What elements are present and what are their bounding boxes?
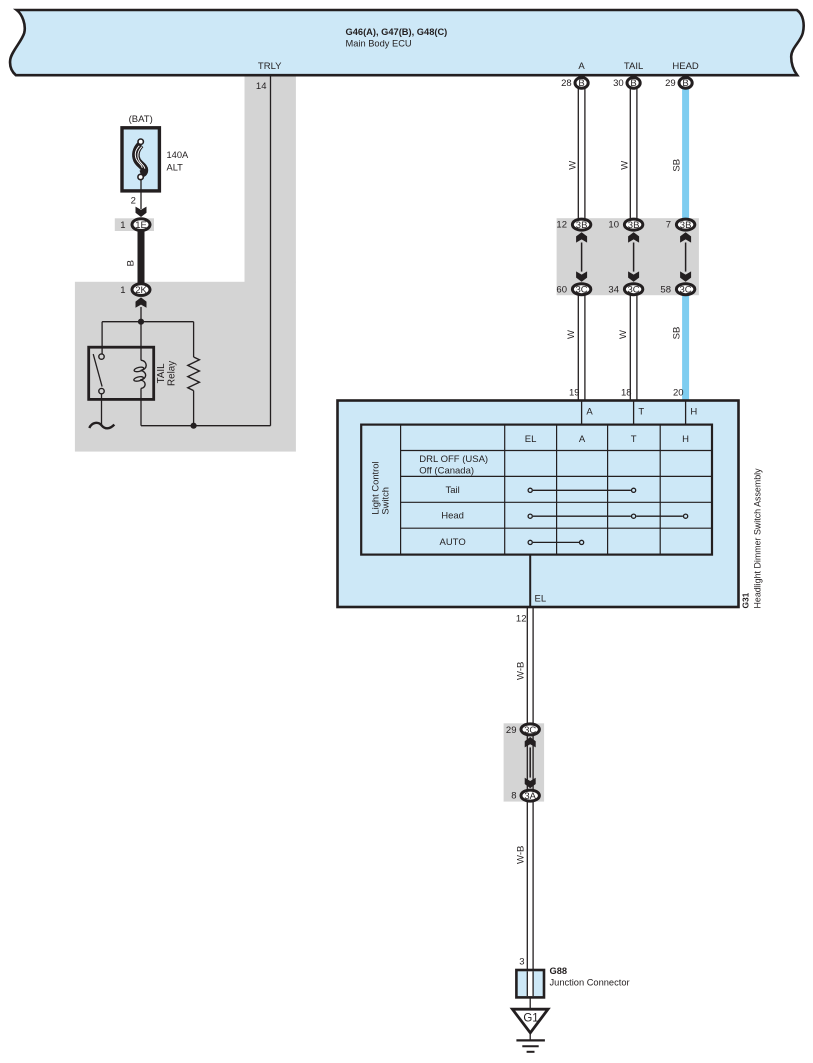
svg-text:TAIL: TAIL xyxy=(624,61,643,72)
svg-text:ALT: ALT xyxy=(167,163,184,173)
svg-text:3B: 3B xyxy=(576,220,588,231)
svg-text:34: 34 xyxy=(608,284,619,295)
svg-text:A: A xyxy=(578,61,585,72)
svg-text:H: H xyxy=(682,434,689,445)
svg-text:W: W xyxy=(566,330,577,339)
svg-text:3A: 3A xyxy=(524,791,536,802)
svg-text:SB: SB xyxy=(672,327,683,340)
svg-text:W: W xyxy=(619,161,630,170)
svg-text:T: T xyxy=(631,434,637,445)
svg-text:1: 1 xyxy=(120,220,125,231)
svg-text:B: B xyxy=(630,78,636,89)
svg-text:14: 14 xyxy=(256,81,267,92)
svg-text:G46(A), G47(B), G48(C): G46(A), G47(B), G48(C) xyxy=(346,27,448,37)
svg-text:AUTO: AUTO xyxy=(439,537,465,548)
svg-text:3B: 3B xyxy=(628,220,640,231)
svg-text:58: 58 xyxy=(660,284,671,295)
svg-text:3: 3 xyxy=(519,957,524,968)
svg-text:Switch: Switch xyxy=(380,487,391,515)
svg-text:3C: 3C xyxy=(680,285,692,296)
svg-text:W: W xyxy=(618,330,629,339)
svg-text:SB: SB xyxy=(672,159,683,172)
svg-text:B: B xyxy=(682,78,688,89)
svg-text:EL: EL xyxy=(525,434,537,445)
svg-text:1E: 1E xyxy=(135,220,147,231)
svg-text:B: B xyxy=(126,260,137,266)
svg-text:Tail: Tail xyxy=(445,485,459,496)
svg-text:HEAD: HEAD xyxy=(672,61,699,72)
svg-text:29: 29 xyxy=(506,725,517,736)
svg-text:Off (Canada): Off (Canada) xyxy=(419,466,474,477)
svg-text:2: 2 xyxy=(131,195,136,206)
svg-text:3B: 3B xyxy=(680,220,692,231)
svg-text:29: 29 xyxy=(665,78,676,89)
svg-text:12: 12 xyxy=(516,614,527,625)
svg-text:Junction Connector: Junction Connector xyxy=(550,977,630,987)
svg-text:W-B: W-B xyxy=(515,846,526,864)
svg-text:Relay: Relay xyxy=(166,361,177,386)
svg-text:A: A xyxy=(579,434,586,445)
svg-text:3C: 3C xyxy=(628,285,640,296)
svg-text:2K: 2K xyxy=(135,285,147,296)
svg-text:8: 8 xyxy=(511,791,516,802)
svg-text:W-B: W-B xyxy=(515,662,526,680)
svg-text:B: B xyxy=(578,78,584,89)
svg-text:30: 30 xyxy=(613,78,624,89)
svg-text:G88: G88 xyxy=(550,966,568,976)
svg-text:W: W xyxy=(567,161,578,170)
svg-text:T: T xyxy=(638,407,644,418)
svg-text:7: 7 xyxy=(666,219,671,230)
svg-text:Head: Head xyxy=(441,511,464,522)
svg-text:TAIL: TAIL xyxy=(156,363,167,384)
svg-text:G1: G1 xyxy=(523,1013,538,1025)
svg-text:18: 18 xyxy=(621,388,632,399)
svg-text:(BAT): (BAT) xyxy=(129,114,153,125)
svg-text:3C: 3C xyxy=(576,285,588,296)
svg-text:12: 12 xyxy=(556,219,567,230)
svg-text:28: 28 xyxy=(561,78,572,89)
svg-text:1: 1 xyxy=(120,285,125,296)
svg-text:10: 10 xyxy=(608,219,619,230)
svg-text:19: 19 xyxy=(569,388,580,399)
svg-text:20: 20 xyxy=(673,388,684,399)
svg-text:DRL OFF (USA): DRL OFF (USA) xyxy=(419,454,488,465)
svg-text:H: H xyxy=(690,407,697,418)
svg-text:140A: 140A xyxy=(167,150,190,160)
svg-text:G31: G31 xyxy=(741,592,751,608)
svg-text:60: 60 xyxy=(556,284,567,295)
svg-text:A: A xyxy=(586,407,593,418)
svg-text:Headlight Dimmer Switch Assemb: Headlight Dimmer Switch Assembly xyxy=(752,468,762,609)
svg-text:TRLY: TRLY xyxy=(258,61,282,72)
svg-text:Main Body ECU: Main Body ECU xyxy=(346,38,412,48)
svg-text:EL: EL xyxy=(535,594,547,605)
svg-text:Light Control: Light Control xyxy=(369,461,380,514)
svg-text:3C: 3C xyxy=(524,725,536,736)
